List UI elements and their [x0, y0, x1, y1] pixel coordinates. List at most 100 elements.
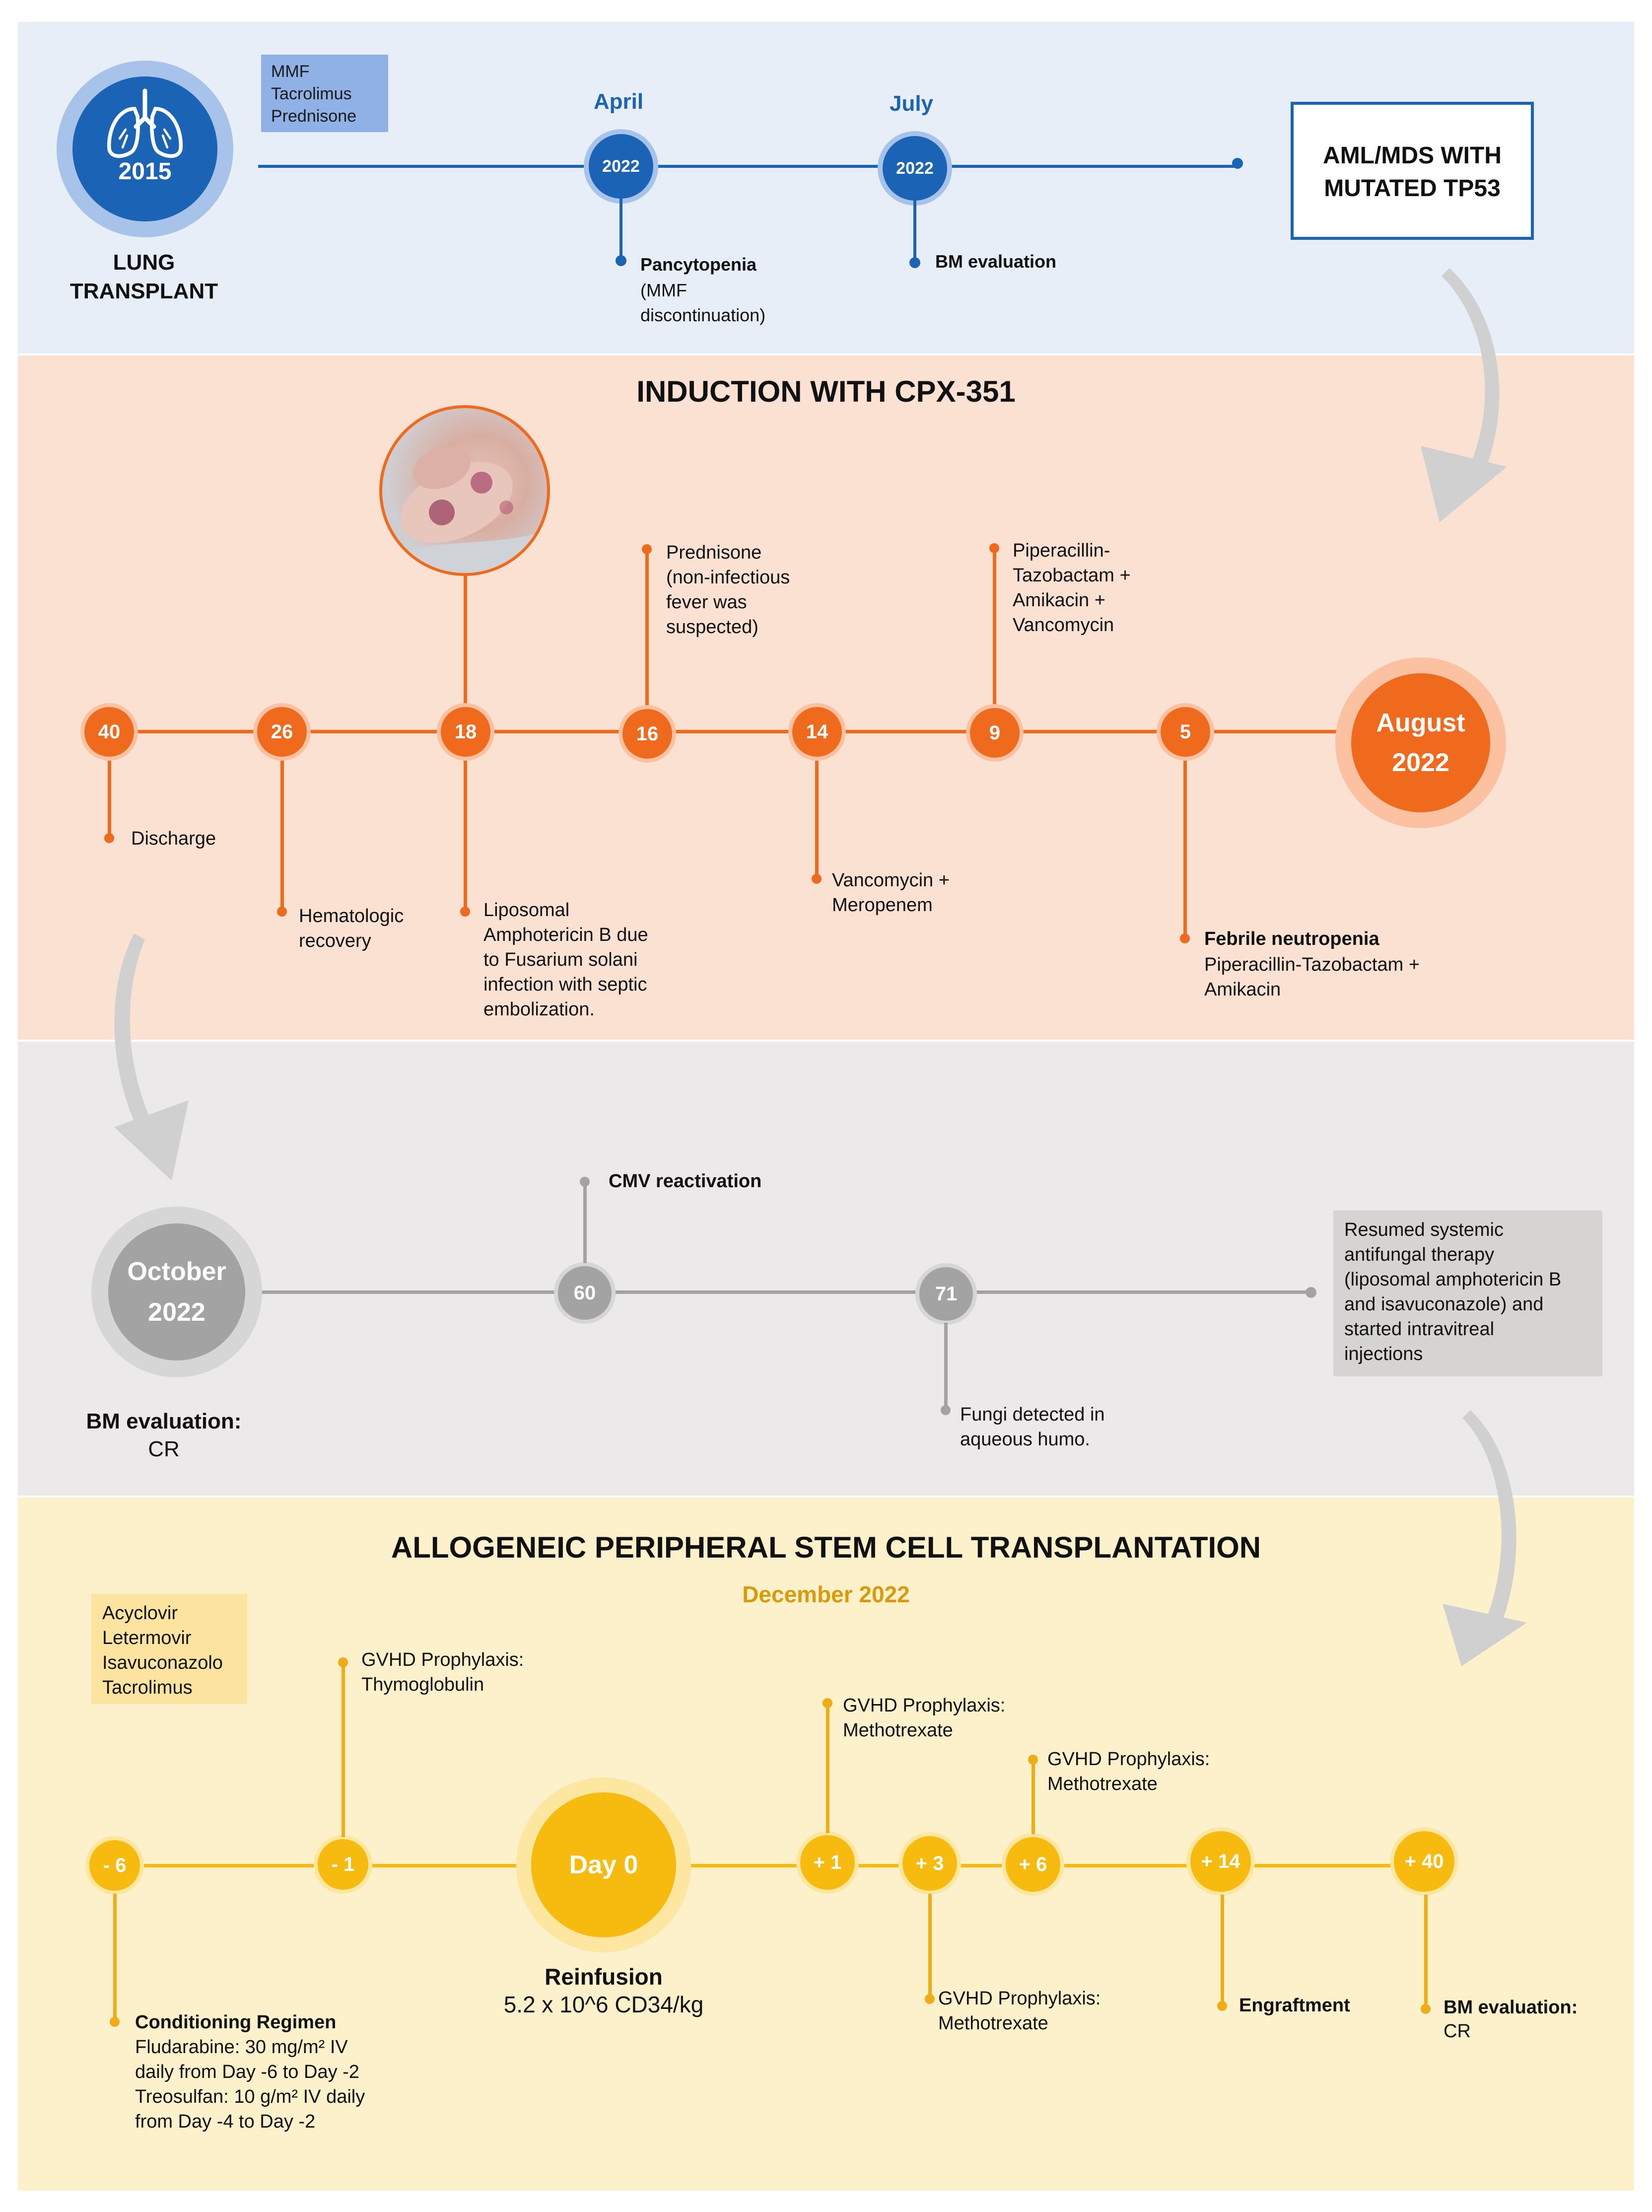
diagnosis-box: AML/MDS WITH MUTATED TP53 — [1291, 102, 1534, 240]
pancytopenia-title: Pancytopenia — [640, 254, 757, 275]
july-label: July — [889, 91, 934, 116]
april-label: April — [593, 89, 644, 114]
mtx6-dot — [1028, 1755, 1038, 1765]
febrile-neutropenia-title: Febrile neutropenia — [1204, 928, 1379, 949]
reinfusion-title: Reinfusion — [545, 1964, 663, 1990]
timeline-end-dot — [1232, 158, 1243, 169]
vanco-mero-dot — [812, 874, 822, 884]
arrow-section1-to-section2 — [1421, 268, 1507, 522]
discharge-stem — [108, 761, 111, 839]
hematologic-stem — [280, 761, 284, 913]
lung-transplant-badge: 2015 — [72, 76, 217, 221]
gvhd-methotrexate-day1-label: GVHD Prophylaxis: Methotrexate — [843, 1695, 1006, 1741]
prednisone-label: Prednisone (non-infectious fever was sus… — [666, 542, 790, 638]
immunosuppression-box: MMF Tacrolimus Prednisone — [261, 55, 388, 132]
mtx1-stem — [826, 1704, 829, 1833]
lungs-icon — [107, 88, 183, 158]
day-minus-1: - 1 — [314, 1835, 372, 1894]
october-timeline-line — [258, 1290, 1315, 1294]
discharge-dot — [104, 833, 114, 843]
august-2022-badge: August 2022 — [1351, 673, 1490, 812]
day-0-badge: Day 0 — [531, 1792, 676, 1937]
fungi-stem — [944, 1323, 948, 1410]
discharge-label: Discharge — [131, 828, 216, 849]
day-plus-6: + 6 — [1002, 1833, 1064, 1896]
fungi-detected-label: Fungi detected in aqueous humo. — [960, 1404, 1105, 1450]
pip-taz-amik-vanco-label: Piperacillin- Tazobactam + Amikacin + Va… — [1013, 540, 1131, 636]
prednisone-stem — [645, 550, 649, 705]
reinfusion-value: 5.2 x 10^6 CD34/kg — [503, 1992, 704, 2017]
thymo-dot — [338, 1657, 348, 1667]
vancomycin-meropenem-label: Vancomycin + Meropenem — [832, 870, 950, 916]
transplant-title: ALLOGENEIC PERIPHERAL STEM CELL TRANSPLA… — [391, 1531, 1261, 1564]
induction-day-9: 9 — [966, 704, 1024, 762]
hematologic-recovery-label: Hematologic recovery — [299, 906, 404, 951]
april-dot — [616, 255, 626, 266]
day-60-node: 60 — [554, 1262, 616, 1324]
timeline-line-2022 — [258, 165, 1240, 168]
febrile-stem — [1183, 761, 1187, 939]
induction-day-18: 18 — [437, 703, 494, 761]
day-plus-14: + 14 — [1186, 1827, 1255, 1896]
day40-bm-eval-title: BM evaluation: — [1444, 1997, 1578, 2018]
day40-bm-eval-result: CR — [1444, 2021, 1471, 2042]
day-minus-6: - 6 — [85, 1836, 144, 1895]
mtx6-stem — [1032, 1761, 1035, 1834]
engraftment-label: Engraftment — [1239, 1995, 1350, 2016]
pip-taz-stem — [993, 549, 996, 704]
resumed-antifungal-box: Resumed systemic antifungal therapy (lip… — [1333, 1211, 1602, 1376]
conditioning-title: Conditioning Regimen — [135, 2012, 337, 2033]
july-2022-node-inner: 2022 — [883, 136, 947, 201]
fungi-dot — [941, 1405, 951, 1415]
april-2022-node-inner: 2022 — [589, 134, 653, 199]
prednisone-dot — [642, 544, 652, 554]
conditioning-body: Fludarabine: 30 mg/m² IV daily from Day … — [135, 2037, 365, 2132]
gvhd-thymoglobulin-label: GVHD Prophylaxis: Thymoglobulin — [361, 1649, 524, 1695]
october-timeline-end-dot — [1306, 1287, 1316, 1298]
lung-transplant-label: LUNG TRANSPLANT — [69, 250, 218, 303]
october-bm-eval-result: CR — [148, 1437, 180, 1461]
induction-day-16: 16 — [619, 705, 676, 763]
cmv-reactivation-label: CMV reactivation — [609, 1171, 762, 1192]
mtx3-stem — [928, 1894, 932, 1998]
liposomal-dot — [460, 907, 470, 917]
transplant-subtitle: December 2022 — [742, 1581, 910, 1607]
induction-day-14: 14 — [788, 703, 846, 761]
july-stem — [913, 200, 916, 260]
photo-stem — [464, 576, 467, 725]
cmv-dot — [580, 1177, 590, 1187]
day-plus-1: + 1 — [796, 1831, 859, 1894]
febrile-dot — [1180, 933, 1190, 943]
gvhd-methotrexate-day6-label: GVHD Prophylaxis: Methotrexate — [1047, 1749, 1210, 1794]
conditioning-stem — [113, 1894, 117, 2021]
conditioning-dot — [110, 2017, 120, 2027]
gvhd-methotrexate-day3-label: GVHD Prophylaxis: Methotrexate — [938, 1988, 1101, 2034]
thymo-stem — [342, 1663, 345, 1837]
october-bm-eval-title: BM evaluation: — [86, 1409, 242, 1433]
day40-bm-stem — [1424, 1895, 1428, 2008]
october-2022-badge: October 2022 — [108, 1223, 245, 1360]
hematologic-dot — [277, 907, 287, 917]
transplant-timeline-line — [114, 1864, 1454, 1867]
induction-timeline-line — [109, 730, 1340, 733]
july-dot — [909, 257, 920, 268]
liposomal-amphotericin-label: Liposomal Amphotericin B due to Fusarium… — [483, 900, 648, 1020]
induction-title: INDUCTION WITH CPX-351 — [636, 375, 1016, 408]
infected-toe-photo — [379, 405, 550, 576]
cmv-stem — [583, 1183, 587, 1263]
day-plus-3: + 3 — [898, 1832, 961, 1895]
prophylaxis-drugs-box: Acyclovir Letermovir Isavuconazolo Tacro… — [91, 1594, 247, 1704]
day-plus-40: + 40 — [1390, 1827, 1458, 1896]
pip-taz-dot — [989, 543, 999, 553]
arrow-section2-to-section3 — [114, 933, 189, 1181]
engraftment-dot — [1217, 2001, 1227, 2011]
bm-evaluation-label: BM evaluation — [935, 251, 1057, 272]
febrile-neutropenia-note: Piperacillin-Tazobactam + Amikacin — [1204, 954, 1420, 1000]
mtx3-dot — [925, 1994, 935, 2004]
vanco-mero-stem — [815, 761, 819, 880]
induction-day-40: 40 — [80, 703, 138, 761]
year-2015: 2015 — [118, 158, 172, 185]
engraftment-stem — [1221, 1895, 1224, 2005]
induction-day-26: 26 — [253, 703, 311, 761]
